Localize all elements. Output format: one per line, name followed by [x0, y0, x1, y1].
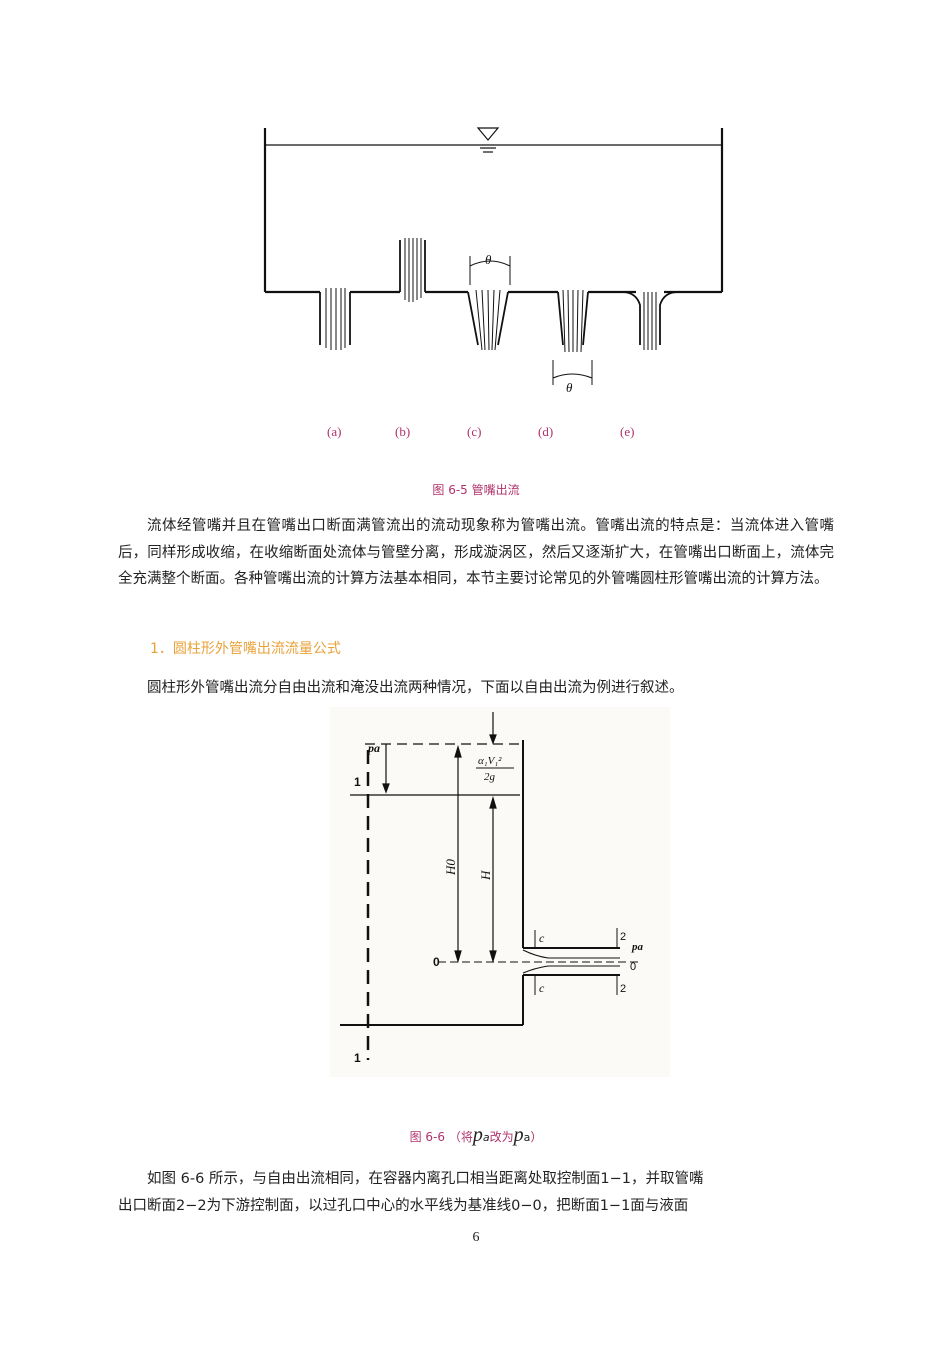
paragraph-2-text: 圆柱形外管嘴出流分自由出流和淹没出流两种情况，下面以自由出流为例进行叙述。 — [147, 680, 684, 696]
velocity-head-numerator: α₁V₁² — [478, 755, 502, 767]
pa-label-outlet: pa — [631, 941, 644, 953]
section-heading: 1．圆柱形外管嘴出流流量公式 — [150, 641, 341, 657]
section-1-bottom-label: 1 — [354, 1051, 361, 1065]
caption-p-upright: p — [513, 1124, 524, 1146]
H0-label: H0 — [443, 859, 458, 876]
caption-p-italic: p — [472, 1124, 483, 1146]
paragraph-free-outflow: 圆柱形外管嘴出流分自由出流和淹没出流两种情况，下面以自由出流为例进行叙述。 — [118, 675, 834, 702]
label-b: (b) — [395, 424, 411, 439]
paragraph-control-sections: 如图 6-6 所示，与自由出流相同，在容器内离孔口相当距离处取控制面1−1，并取… — [118, 1166, 834, 1219]
caption-subscript-upright: a — [523, 1131, 531, 1144]
caption-prefix: 图 6-6 （将 — [409, 1130, 473, 1144]
caption-mid: 改为 — [489, 1130, 514, 1144]
pa-label-top: pa — [367, 741, 380, 755]
figure-6-5-caption: 图 6-5 管嘴出流 — [432, 483, 520, 497]
theta-label-c: θ — [485, 252, 492, 267]
section-2-top-label: 2 — [620, 931, 626, 943]
datum-0-label: 0 — [433, 955, 440, 969]
paragraph-nozzle-flow: 流体经管嘴并且在管嘴出口断面满管流出的流动现象称为管嘴出流。管嘴出流的特点是：当… — [118, 513, 834, 593]
label-c: (c) — [467, 424, 482, 439]
section-2-bottom-label: 2 — [620, 983, 626, 995]
label-d: (d) — [538, 424, 554, 439]
figure-6-6-caption: 图 6-6 （将pa改为pa） — [0, 1124, 952, 1147]
caption-subscript-italic: a — [482, 1131, 490, 1144]
datum-0-right-label: 0 — [630, 961, 636, 973]
figure-6-5-nozzle-diagram: θ θ — [263, 127, 724, 395]
figure-6-6-outflow-diagram: pa α₁V₁² 2g 1 1 0 0 H0 H c c 2 2 pa — [330, 707, 670, 1077]
section-1-top-label: 1 — [354, 775, 361, 789]
paragraph-1-text: 流体经管嘴并且在管嘴出口断面满管流出的流动现象称为管嘴出流。管嘴出流的特点是：当… — [118, 518, 834, 587]
H-label: H — [478, 870, 493, 881]
label-a: (a) — [327, 424, 342, 439]
velocity-head-denominator: 2g — [484, 771, 496, 783]
page-number: 6 — [472, 1230, 480, 1245]
label-e: (e) — [620, 424, 635, 439]
c-label-top: c — [539, 931, 545, 945]
figure-6-5-sublabels: (a) (b) (c) (d) (e) — [0, 424, 952, 444]
theta-label-d: θ — [566, 380, 573, 395]
c-label-bottom: c — [539, 981, 545, 995]
paragraph-3-line-1: 如图 6-6 所示，与自由出流相同，在容器内离孔口相当距离处取控制面1−1，并取… — [147, 1171, 704, 1187]
paragraph-3-line-2: 出口断面2−2为下游控制面，以过孔口中心的水平线为基准线0−0，把断面1−1面与… — [118, 1197, 689, 1214]
caption-suffix: ） — [530, 1130, 543, 1144]
